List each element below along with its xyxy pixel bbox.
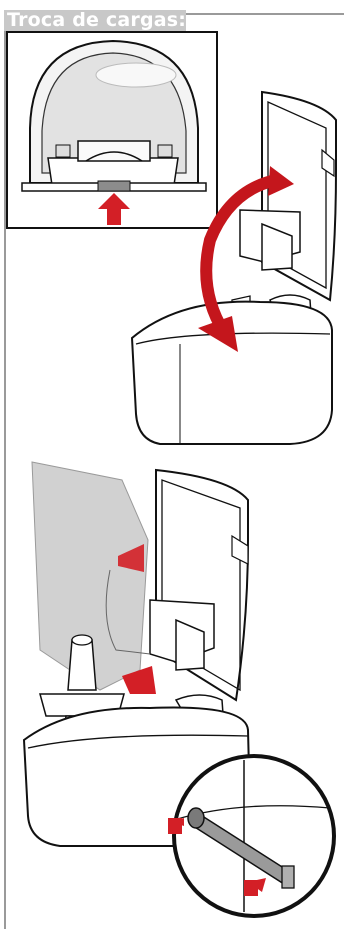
- open-dispenser-top: [132, 92, 336, 444]
